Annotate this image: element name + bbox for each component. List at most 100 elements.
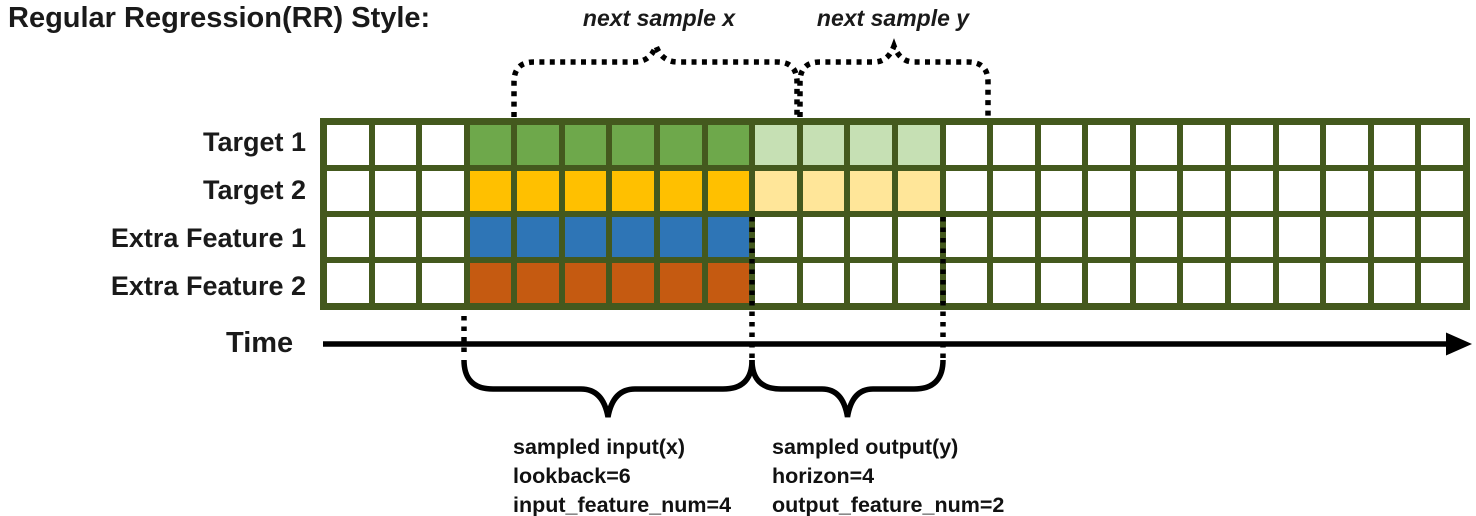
sampled-output-caption: sampled output(y) horizon=4 output_featu… [772, 433, 1004, 516]
grid-cell [945, 263, 988, 303]
grid-cell [327, 263, 369, 303]
grid-cell [1421, 125, 1463, 165]
grid-cell [993, 125, 1035, 165]
grid-cell [1183, 171, 1226, 211]
grid-cell [897, 125, 940, 165]
grid-cell [897, 217, 940, 257]
grid-cell [1040, 125, 1083, 165]
grid-cell [422, 125, 464, 165]
grid-cell [1326, 125, 1368, 165]
grid-cell [612, 263, 655, 303]
grid-cell [660, 171, 702, 211]
row-label-extra-feature-2: Extra Feature 2 [110, 271, 306, 301]
grid-cell [1373, 263, 1416, 303]
grid-cell [1278, 125, 1321, 165]
next-sample-x-brace [511, 38, 800, 117]
grid-cell [1326, 171, 1368, 211]
next-sample-y-label: next sample y [816, 5, 970, 31]
page-title: Regular Regression(RR) Style: [8, 2, 431, 34]
grid-cell [1278, 263, 1321, 303]
grid-cell [993, 217, 1035, 257]
time-axis-label: Time [226, 327, 294, 359]
grid-cell [1278, 171, 1321, 211]
grid-cell [374, 171, 417, 211]
grid-cell [1088, 263, 1130, 303]
grid-cell [707, 125, 750, 165]
grid-cell [945, 217, 988, 257]
grid-cell [1421, 263, 1463, 303]
grid-cell [422, 217, 464, 257]
grid-cell [1183, 217, 1226, 257]
grid-cell [327, 171, 369, 211]
grid-cell [1088, 125, 1130, 165]
grid-cell [1231, 263, 1273, 303]
sampled-input-caption: sampled input(x) lookback=6 input_featur… [513, 433, 731, 516]
input-feature-num-value: input_feature_num=4 [513, 493, 732, 516]
grid-cell [1421, 171, 1463, 211]
grid-cell [517, 171, 559, 211]
grid-cell [802, 263, 845, 303]
grid-cell [612, 217, 655, 257]
grid-cell [517, 217, 559, 257]
next-sample-x-label: next sample x [582, 5, 736, 31]
grid-cell [327, 125, 369, 165]
lookback-value: lookback=6 [513, 464, 631, 488]
grid-cell [374, 125, 417, 165]
grid-cell [755, 263, 797, 303]
grid-cell [1135, 125, 1178, 165]
grid-cell [564, 125, 607, 165]
next-sample-y-brace [797, 38, 991, 117]
grid-cell [850, 217, 892, 257]
grid-cell [945, 171, 988, 211]
sampled-input-title: sampled input(x) [513, 435, 686, 459]
grid-cell [755, 217, 797, 257]
grid-cell [1040, 217, 1083, 257]
grid-cell [707, 263, 750, 303]
grid-cell [802, 171, 845, 211]
sampled-input-brace [461, 359, 755, 418]
grid-cell [897, 263, 940, 303]
grid-cell [1135, 171, 1178, 211]
grid-cell [993, 171, 1035, 211]
grid-cell [1231, 217, 1273, 257]
grid-cell [469, 171, 512, 211]
grid-cell [1088, 171, 1130, 211]
grid-cell [1231, 125, 1273, 165]
grid-cell [1421, 217, 1463, 257]
output-feature-num-value: output_feature_num=2 [772, 493, 1005, 516]
grid-cell [612, 125, 655, 165]
grid-cell [1183, 263, 1226, 303]
horizon-value: horizon=4 [772, 464, 875, 488]
sample-grid [320, 118, 1470, 310]
grid-cell [517, 125, 559, 165]
grid-cell [1088, 217, 1130, 257]
grid-cell [802, 217, 845, 257]
grid-cell [897, 171, 940, 211]
grid-cell [993, 263, 1035, 303]
grid-cell [1278, 217, 1321, 257]
grid-cell [469, 217, 512, 257]
sampled-output-brace [749, 359, 946, 418]
grid-cell [1373, 125, 1416, 165]
grid-cell [660, 263, 702, 303]
grid-cell [707, 217, 750, 257]
grid-cell [1183, 125, 1226, 165]
grid-cell [660, 125, 702, 165]
grid-cell [945, 125, 988, 165]
grid-cell [564, 263, 607, 303]
grid-cell [1040, 171, 1083, 211]
grid-cell [1040, 263, 1083, 303]
grid-cell [469, 125, 512, 165]
grid-cell [469, 263, 512, 303]
grid-cell [327, 217, 369, 257]
grid-cell [1373, 171, 1416, 211]
grid-cell [1326, 217, 1368, 257]
row-label-extra-feature-1: Extra Feature 1 [110, 223, 306, 253]
grid-cell [517, 263, 559, 303]
grid-cell [660, 217, 702, 257]
row-label-target-2: Target 2 [202, 175, 306, 205]
grid-cell [850, 263, 892, 303]
grid-cell [564, 217, 607, 257]
grid-cell [374, 217, 417, 257]
